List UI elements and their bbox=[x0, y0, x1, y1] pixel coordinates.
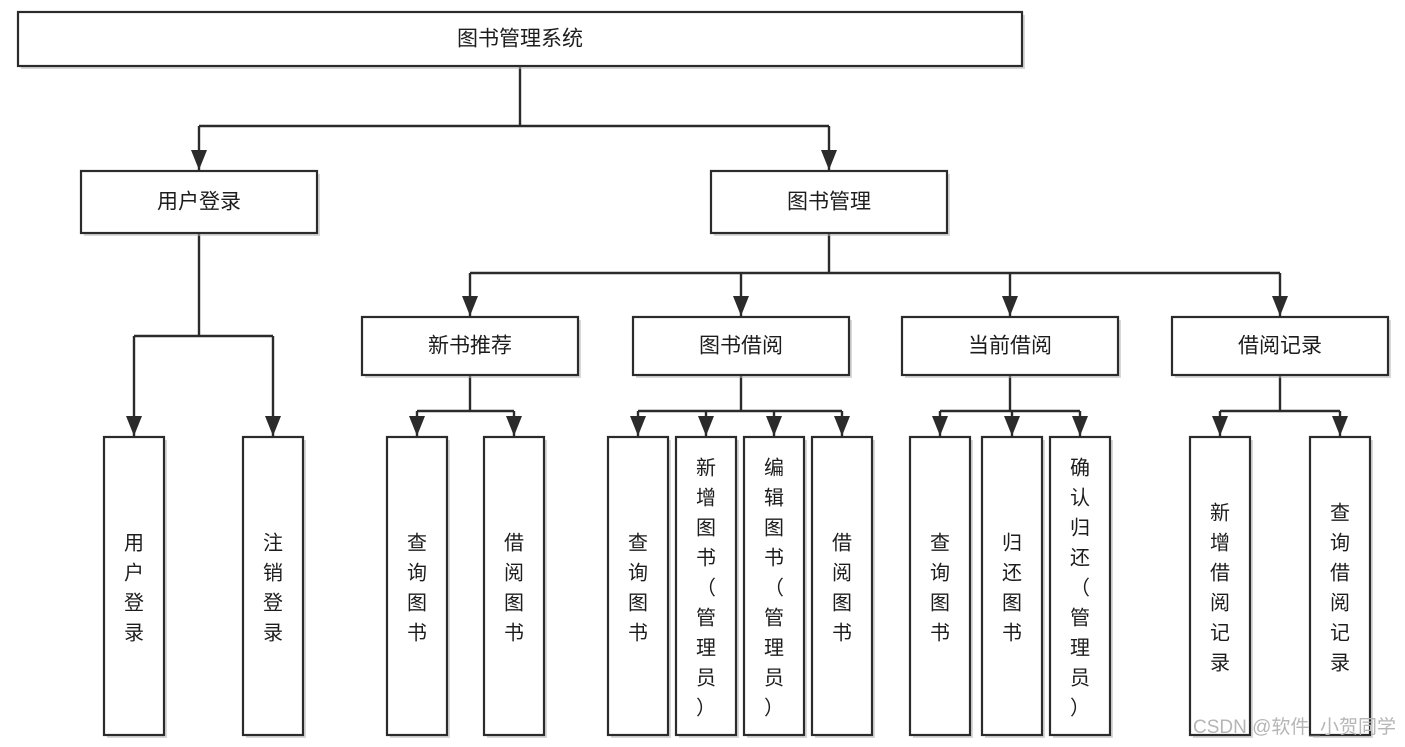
node-label: 新书推荐 bbox=[428, 335, 512, 358]
node-box[interactable] bbox=[631, 315, 851, 377]
node-box[interactable] bbox=[102, 435, 166, 737]
node-label: 用户登录 bbox=[157, 191, 241, 214]
arrow-head-icon bbox=[1332, 416, 1348, 436]
node-leaf-return-book[interactable]: 归还图书 bbox=[980, 435, 1045, 738]
node-box[interactable] bbox=[900, 315, 1120, 377]
node-box[interactable] bbox=[241, 435, 305, 737]
arrow-head-icon bbox=[1212, 416, 1228, 436]
arrow-head-icon bbox=[630, 416, 646, 436]
node-leaf-add-book[interactable]: 新增图书（管理员） bbox=[674, 435, 739, 738]
arrow-head-icon bbox=[265, 416, 281, 436]
node-leaf-logout[interactable]: 注销登录 bbox=[241, 435, 306, 738]
arrow-head-icon bbox=[932, 416, 948, 436]
node-book-manage[interactable]: 图书管理 bbox=[709, 169, 950, 236]
arrow-head-icon bbox=[698, 416, 714, 436]
node-leaf-user-login[interactable]: 用户登录 bbox=[102, 435, 167, 738]
node-box[interactable] bbox=[742, 435, 806, 737]
node-label: 查询借阅记录 bbox=[1330, 501, 1350, 674]
csdn-watermark: CSDN @软件_小贺同学 bbox=[1193, 716, 1396, 738]
node-user-login[interactable]: 用户登录 bbox=[79, 169, 320, 236]
node-box[interactable] bbox=[1048, 435, 1112, 737]
arrow-head-icon bbox=[506, 416, 522, 436]
arrow-head-icon bbox=[1272, 296, 1288, 316]
node-box[interactable] bbox=[606, 435, 670, 737]
node-box[interactable] bbox=[79, 169, 319, 235]
arrow-head-icon bbox=[126, 416, 142, 436]
node-label: 注销登录 bbox=[263, 531, 283, 644]
node-leaf-add-record[interactable]: 新增借阅记录 bbox=[1188, 435, 1253, 738]
node-label: 当前借阅 bbox=[968, 335, 1052, 358]
arrow-head-icon bbox=[462, 296, 478, 316]
node-label: 借阅图书 bbox=[832, 531, 852, 644]
node-leaf-borrow-book-brw[interactable]: 借阅图书 bbox=[810, 435, 875, 738]
node-leaf-query-book-brw[interactable]: 查询图书 bbox=[606, 435, 671, 738]
node-label: 图书管理 bbox=[787, 191, 871, 214]
node-leaf-confirm-return[interactable]: 确认归还（管理员） bbox=[1048, 435, 1113, 738]
node-label: 查询图书 bbox=[628, 531, 648, 644]
arrow-head-icon bbox=[1004, 416, 1020, 436]
node-box[interactable] bbox=[709, 169, 949, 235]
arrow-head-icon bbox=[733, 296, 749, 316]
node-label: 借阅记录 bbox=[1238, 335, 1322, 358]
node-book-borrow[interactable]: 图书借阅 bbox=[631, 315, 852, 378]
arrow-head-icon bbox=[834, 416, 850, 436]
node-label: 新增图书（管理员） bbox=[696, 456, 716, 719]
node-box[interactable] bbox=[385, 435, 449, 737]
node-current-borrow[interactable]: 当前借阅 bbox=[900, 315, 1121, 378]
node-label: 借阅图书 bbox=[504, 531, 524, 644]
node-box[interactable] bbox=[1308, 435, 1372, 737]
node-box[interactable] bbox=[908, 435, 972, 737]
node-box[interactable] bbox=[360, 315, 580, 377]
nodes-layer: 图书管理系统用户登录图书管理新书推荐图书借阅当前借阅借阅记录用户登录注销登录查询… bbox=[16, 10, 1391, 738]
node-leaf-query-book-rec[interactable]: 查询图书 bbox=[385, 435, 450, 738]
node-label: 用户登录 bbox=[124, 532, 144, 644]
node-root[interactable]: 图书管理系统 bbox=[16, 10, 1025, 69]
node-box[interactable] bbox=[16, 10, 1024, 68]
node-borrow-record[interactable]: 借阅记录 bbox=[1170, 315, 1391, 378]
node-label: 确认归还（管理员） bbox=[1070, 456, 1090, 719]
node-box[interactable] bbox=[810, 435, 874, 737]
node-label: 图书管理系统 bbox=[457, 28, 583, 51]
node-box[interactable] bbox=[674, 435, 738, 737]
node-box[interactable] bbox=[980, 435, 1044, 737]
node-leaf-edit-book[interactable]: 编辑图书（管理员） bbox=[742, 435, 807, 738]
node-box[interactable] bbox=[482, 435, 546, 737]
node-label: 编辑图书（管理员） bbox=[764, 456, 784, 719]
node-label: 图书借阅 bbox=[699, 335, 783, 358]
node-box[interactable] bbox=[1170, 315, 1390, 377]
node-label: 查询图书 bbox=[407, 531, 427, 644]
node-box[interactable] bbox=[1188, 435, 1252, 737]
node-leaf-query-book-cur[interactable]: 查询图书 bbox=[908, 435, 973, 738]
arrow-head-icon bbox=[1072, 416, 1088, 436]
node-label: 归还图书 bbox=[1002, 531, 1022, 644]
edges-layer bbox=[126, 66, 1348, 436]
node-leaf-borrow-book-rec[interactable]: 借阅图书 bbox=[482, 435, 547, 738]
node-leaf-query-record[interactable]: 查询借阅记录 bbox=[1308, 435, 1373, 738]
arrow-head-icon bbox=[1002, 296, 1018, 316]
arrow-head-icon bbox=[821, 150, 837, 170]
node-new-book-recommend[interactable]: 新书推荐 bbox=[360, 315, 581, 378]
node-label: 新增借阅记录 bbox=[1210, 501, 1230, 674]
arrow-head-icon bbox=[191, 150, 207, 170]
arrow-head-icon bbox=[766, 416, 782, 436]
node-label: 查询图书 bbox=[930, 531, 950, 644]
arrow-head-icon bbox=[409, 416, 425, 436]
